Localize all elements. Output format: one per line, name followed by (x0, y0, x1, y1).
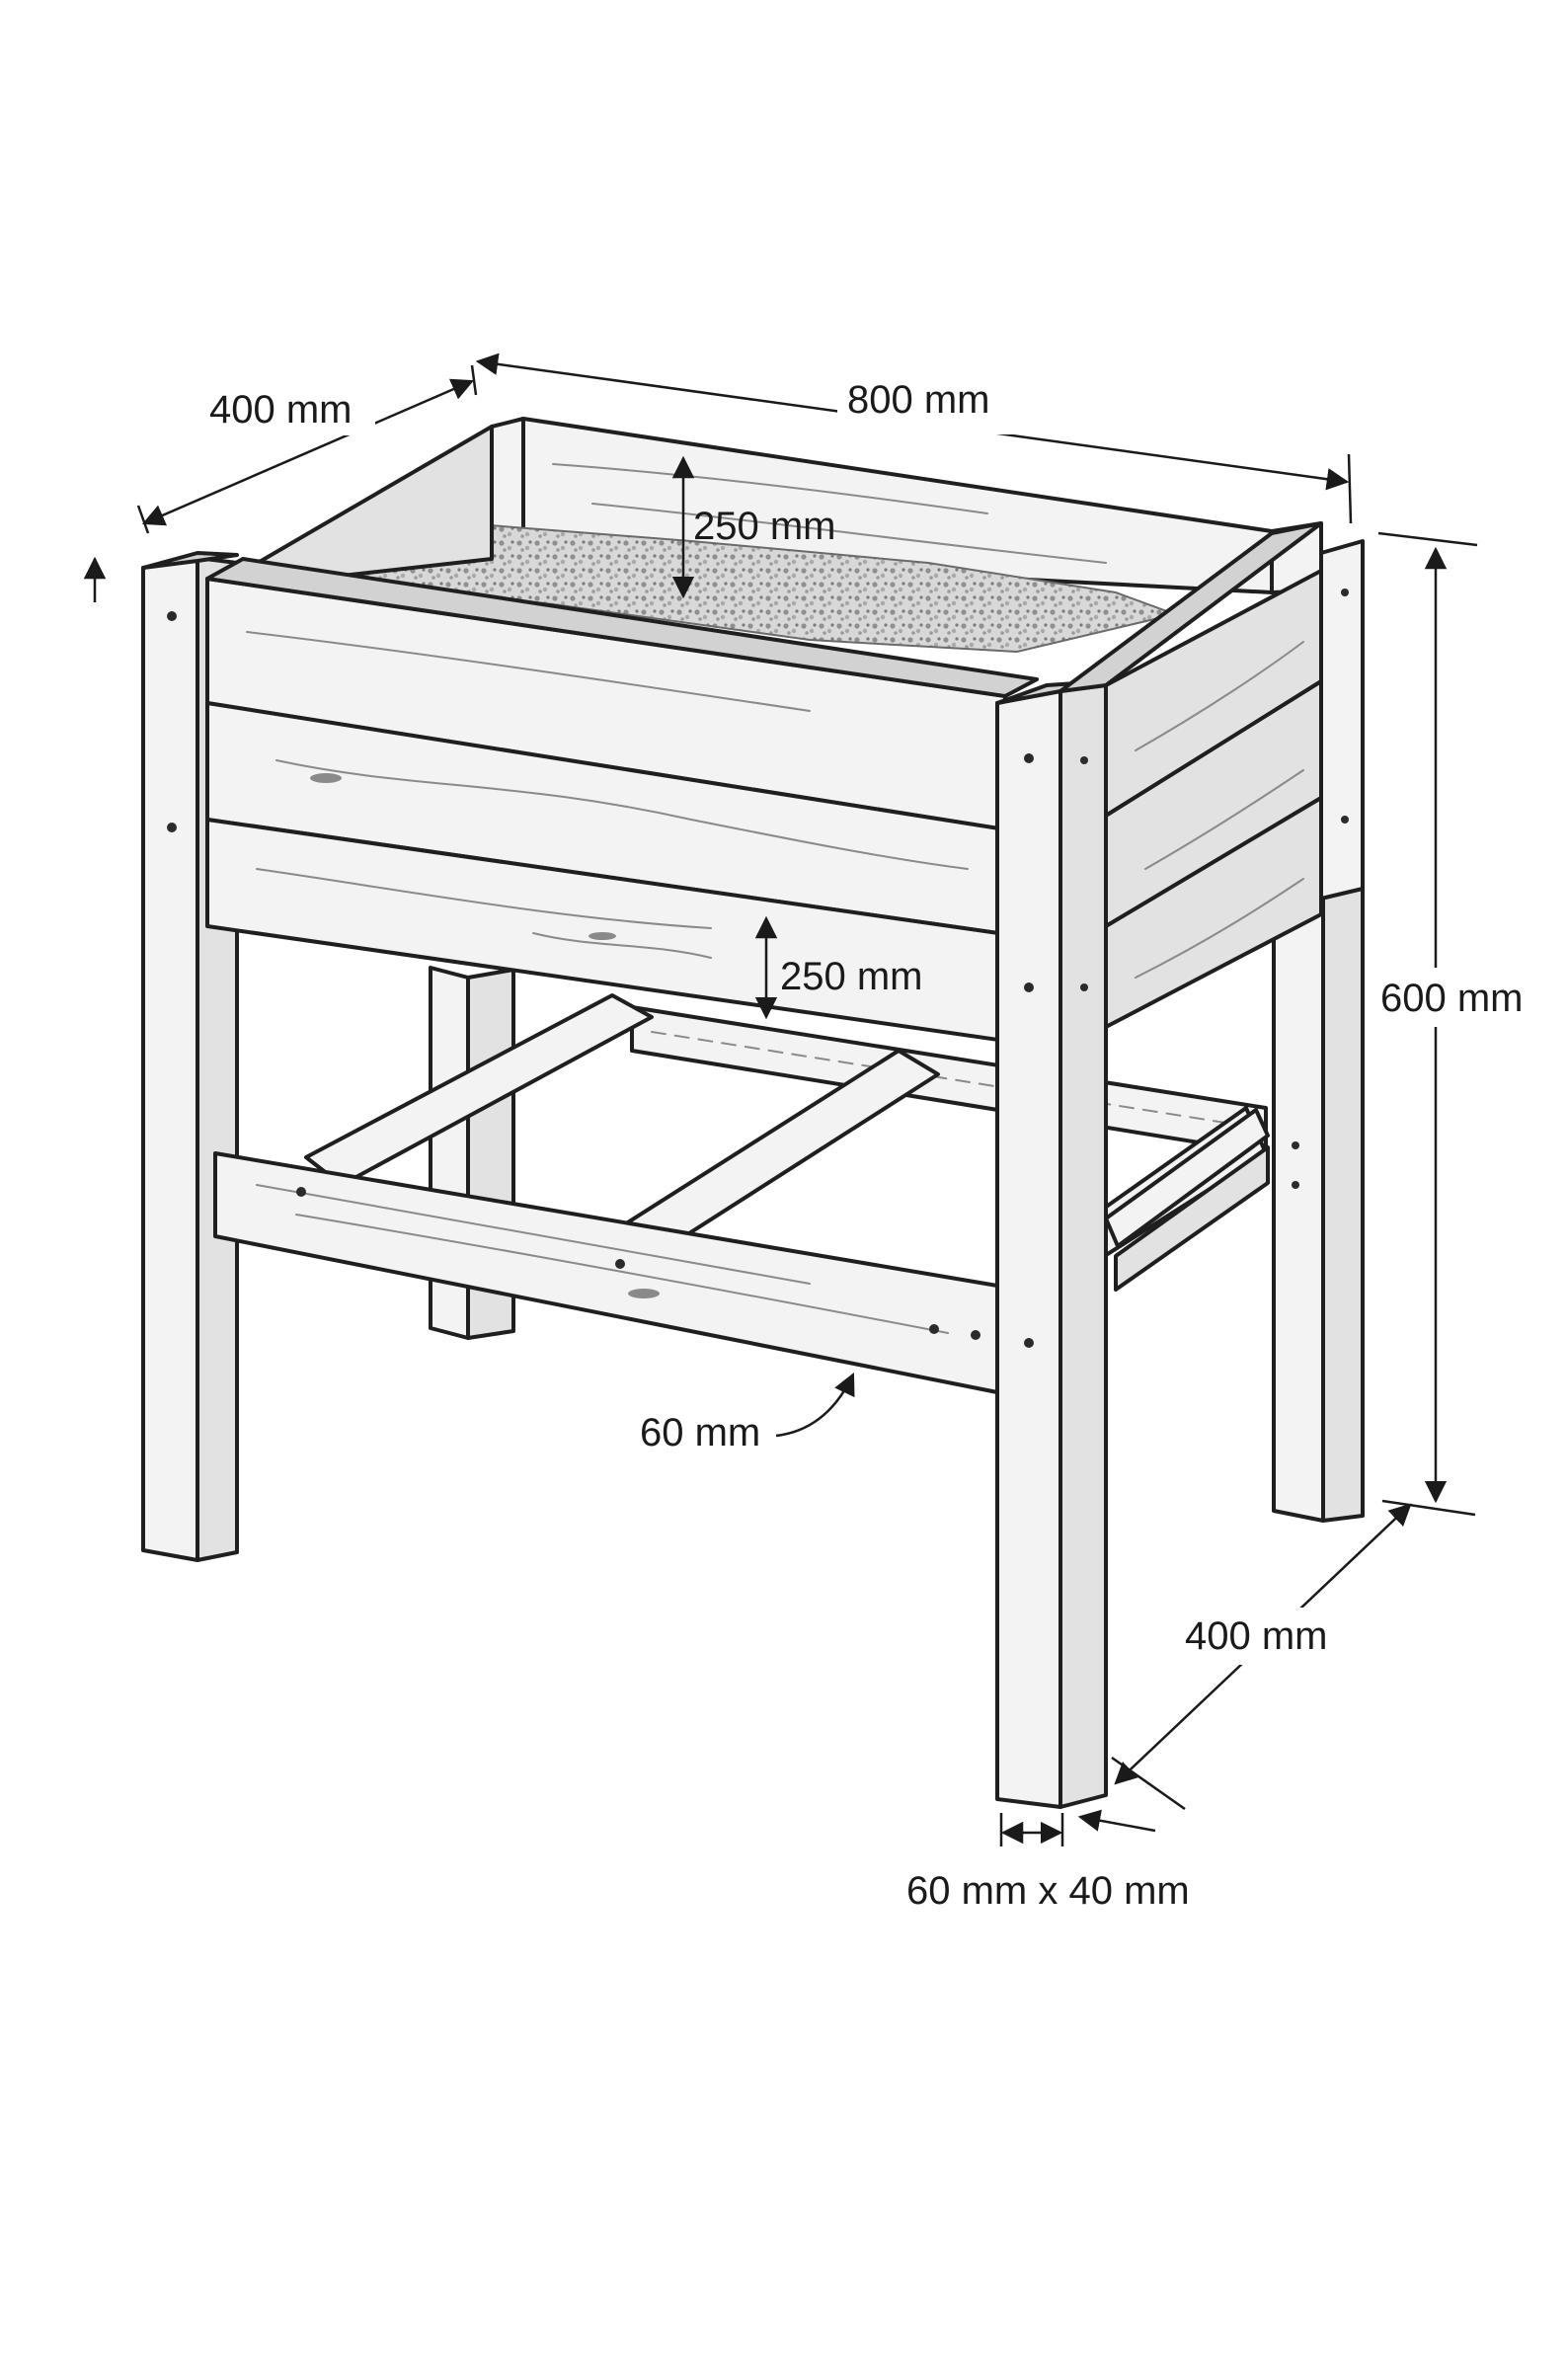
shelf-slat-middle (610, 1049, 940, 1258)
right-board-bottom (1104, 796, 1323, 1029)
label-depth-top: 400 mm (209, 388, 353, 432)
front-right-leg-front (995, 689, 1062, 1809)
front-rim (205, 557, 1039, 698)
front-left-leg-front (141, 556, 199, 1562)
right-rim (1058, 521, 1323, 693)
front-stretcher-rail (213, 1151, 999, 1394)
front-right-leg-side (1058, 683, 1108, 1809)
front-left-leg-top (141, 551, 239, 570)
label-depth-bottom: 400 mm (1185, 1614, 1328, 1658)
right-stretcher-rail (1104, 1108, 1270, 1248)
back-right-post-upper (1319, 539, 1365, 901)
label-leg-section: 60 mm x 40 mm (906, 1869, 1190, 1913)
label-box-height: 250 mm (780, 955, 923, 998)
label-inner-depth: 250 mm (693, 505, 836, 548)
label-rail: 60 mm (640, 1411, 760, 1454)
back-right-leg-lower-side (1321, 882, 1365, 1523)
back-right-leg-lower (1272, 892, 1325, 1523)
label-length-top: 800 mm (847, 378, 990, 422)
right-stretcher-rail-lower (1114, 1145, 1270, 1292)
label-total-height: 600 mm (1380, 977, 1524, 1020)
